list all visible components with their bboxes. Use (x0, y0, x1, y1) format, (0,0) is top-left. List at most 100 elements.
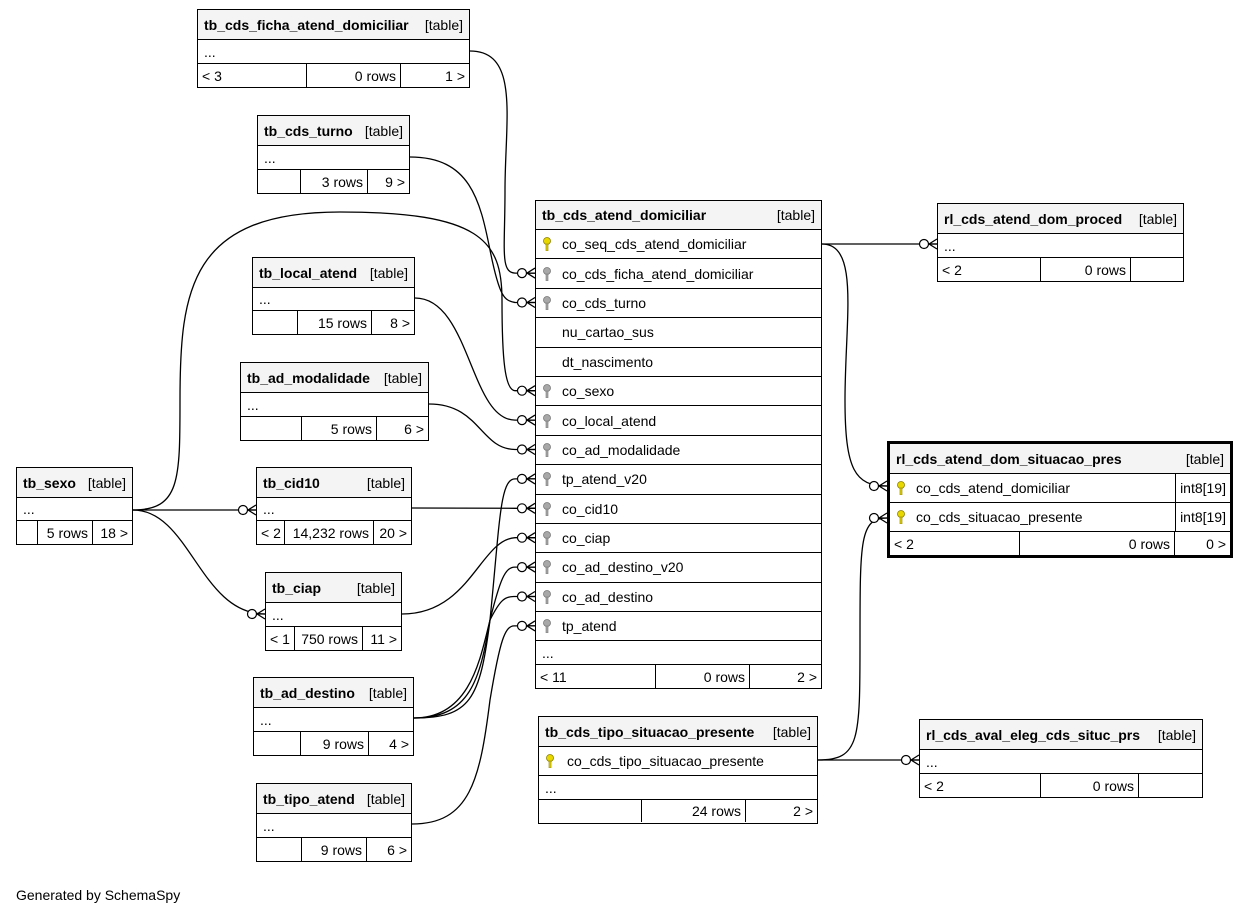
foreign-key-icon (536, 384, 556, 399)
table-name: tb_cds_atend_domiciliar (542, 207, 707, 223)
edge-tipo-atend-end (516, 620, 536, 632)
row-count: 0 rows (307, 64, 401, 87)
edge-modalidade (428, 403, 535, 451)
edge-tipo-atend (411, 625, 535, 825)
table-type: [table] (776, 207, 815, 223)
column-name: co_ad_destino (562, 588, 654, 605)
parent-count (257, 838, 302, 861)
edge-turno (409, 156, 535, 304)
column-row: co_cds_situacao_presente int8[19] (890, 503, 1230, 532)
foreign-key-icon (536, 619, 556, 634)
column-name: dt_nascimento (562, 353, 654, 370)
foreign-key-icon (536, 472, 556, 487)
table-tb_cds_atend_domiciliar[interactable]: tb_cds_atend_domiciliar[table] co_seq_cd… (535, 200, 822, 689)
row-count: 0 rows (1041, 258, 1131, 281)
edge-tipo-situacao-end (868, 512, 888, 524)
row-count: 750 rows (295, 627, 363, 650)
edge-main-situacao (821, 243, 888, 487)
child-count: 9 > (385, 173, 405, 190)
column-type: int8[19] (1175, 474, 1230, 502)
table-name: tb_cds_turno (264, 122, 353, 139)
table-tb_cds_ficha_atend_domiciliar[interactable]: tb_cds_ficha_atend_domiciliar[table] ...… (197, 9, 470, 88)
table-type: [table] (383, 369, 422, 386)
parent-count (254, 732, 301, 755)
key-icon (890, 510, 910, 524)
table-rl_cds_aval_eleg_cds_situc_prs[interactable]: rl_cds_aval_eleg_cds_situc_prs [table] ..… (919, 719, 1203, 798)
edge-destino-v20 (413, 566, 535, 719)
child-count (1131, 258, 1183, 281)
row-count: 24 rows (642, 800, 746, 822)
foreign-key-icon (536, 266, 556, 281)
edge-tipo-aval-end (900, 754, 920, 766)
column-row: tp_atend_v20 (536, 465, 821, 495)
table-name: tb_ciap (272, 579, 322, 596)
edge-sexo-end (516, 385, 536, 397)
row-count: 3 rows (301, 170, 368, 193)
parent-count: < 1 (266, 627, 295, 650)
child-count: 11 > (370, 630, 397, 647)
table-name: tb_ad_destino (260, 684, 355, 701)
table-name: tb_cds_tipo_situacao_presente (545, 723, 755, 740)
table-rl_cds_atend_dom_situacao_pres[interactable]: rl_cds_atend_dom_situacao_pres[table] co… (887, 441, 1233, 558)
column-row: co_local_atend (536, 406, 821, 436)
column-name: co_cds_tipo_situacao_presente (567, 753, 764, 769)
edge-ciap-end (516, 532, 536, 544)
table-type: [table] (366, 790, 405, 807)
column-name: co_ad_destino_v20 (562, 559, 684, 576)
table-type: [table] (1157, 726, 1196, 743)
more-columns: ... (264, 149, 276, 166)
edge-sexo-ciap (132, 509, 266, 615)
table-name: tb_cid10 (263, 474, 320, 491)
parent-count: < 2 (890, 532, 1020, 555)
more-columns: ... (944, 237, 956, 254)
edge-tipo-situacao (817, 517, 888, 761)
primary-key-icon (536, 237, 556, 252)
column-name: nu_cartao_sus (562, 324, 654, 341)
foreign-key-icon (536, 413, 556, 428)
more-columns: ... (259, 291, 271, 307)
parent-count (539, 800, 642, 822)
row-count: 5 rows (38, 521, 93, 544)
more-columns: ... (926, 753, 938, 770)
more-columns: ... (204, 43, 216, 60)
child-count (1139, 774, 1202, 797)
edge-ciap (401, 537, 535, 615)
column-name: co_cds_atend_domiciliar (916, 480, 1071, 496)
table-name: tb_tipo_atend (263, 790, 355, 807)
more-columns: ... (263, 501, 275, 517)
column-name: co_ciap (562, 530, 611, 547)
key-icon (890, 481, 910, 495)
more-columns: ... (247, 396, 259, 413)
column-name: co_cid10 (562, 500, 619, 517)
more-columns: ... (263, 817, 275, 834)
foreign-key-icon (536, 443, 556, 457)
column-name: co_cds_turno (562, 294, 647, 311)
column-row: co_cds_tipo_situacao_presente (539, 747, 817, 776)
table-type: [table] (369, 264, 408, 281)
parent-count: < 3 (198, 64, 307, 87)
child-count: 18 > (100, 524, 128, 541)
more-columns: ... (23, 501, 35, 517)
column-name: co_cds_situacao_presente (916, 509, 1083, 525)
table-tb_cds_tipo_situacao_presente[interactable]: tb_cds_tipo_situacao_presente[table] co_… (538, 716, 818, 824)
child-count: 20 > (379, 524, 407, 541)
child-count: 6 > (404, 420, 424, 437)
table-name: rl_cds_aval_eleg_cds_situc_prs (926, 726, 1141, 743)
table-type: [table] (87, 474, 126, 491)
parent-count: < 2 (938, 258, 1041, 281)
edge-tipo-atend-v20-end (516, 473, 536, 485)
edge-cid10-end (516, 502, 536, 514)
table-type: [table] (424, 16, 463, 33)
foreign-key-icon (536, 589, 556, 604)
column-name: tp_atend (562, 618, 617, 635)
